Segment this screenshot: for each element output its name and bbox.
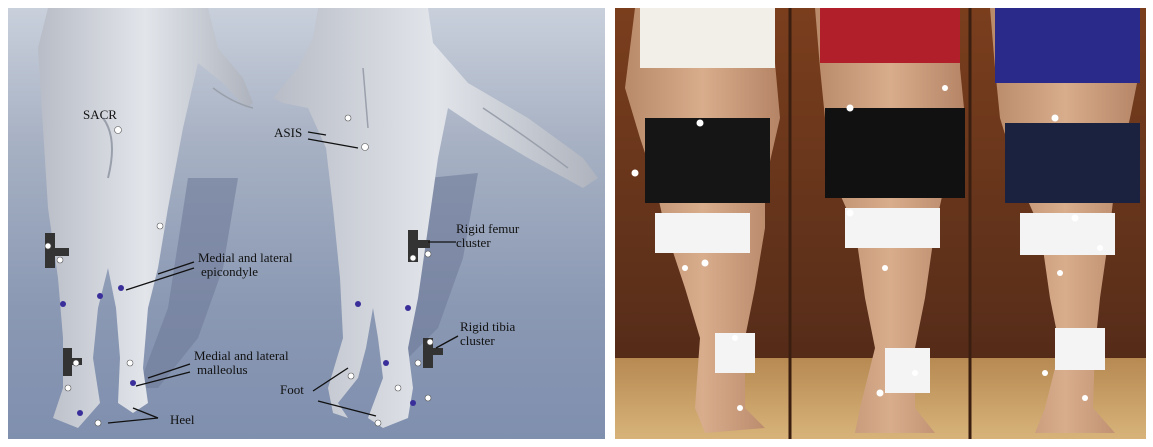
label-malleolus-line1: Medial and lateral bbox=[194, 349, 289, 363]
label-sacr: SACR bbox=[83, 108, 117, 122]
model-render-panel: SACR ASIS Medial and lateral epicondyle … bbox=[8, 8, 605, 439]
label-malleolus: Medial and lateral malleolus bbox=[194, 349, 289, 377]
label-epicondyle-line1: Medial and lateral bbox=[198, 251, 293, 265]
label-rigid-femur-line1: Rigid femur bbox=[456, 222, 519, 236]
subject-photo-panel bbox=[615, 8, 1146, 439]
label-malleolus-line2: malleolus bbox=[194, 363, 289, 377]
label-heel: Heel bbox=[170, 413, 195, 427]
label-epicondyle: Medial and lateral epicondyle bbox=[198, 251, 293, 279]
label-asis: ASIS bbox=[274, 126, 302, 140]
label-rigid-femur-line2: cluster bbox=[456, 236, 519, 250]
label-epicondyle-line2: epicondyle bbox=[198, 265, 293, 279]
subject-photo-illustration bbox=[615, 8, 1146, 439]
label-rigid-tibia-line2: cluster bbox=[460, 334, 515, 348]
label-rigid-tibia: Rigid tibia cluster bbox=[460, 320, 515, 348]
label-rigid-femur: Rigid femur cluster bbox=[456, 222, 519, 250]
label-foot: Foot bbox=[280, 383, 304, 397]
label-rigid-tibia-line1: Rigid tibia bbox=[460, 320, 515, 334]
